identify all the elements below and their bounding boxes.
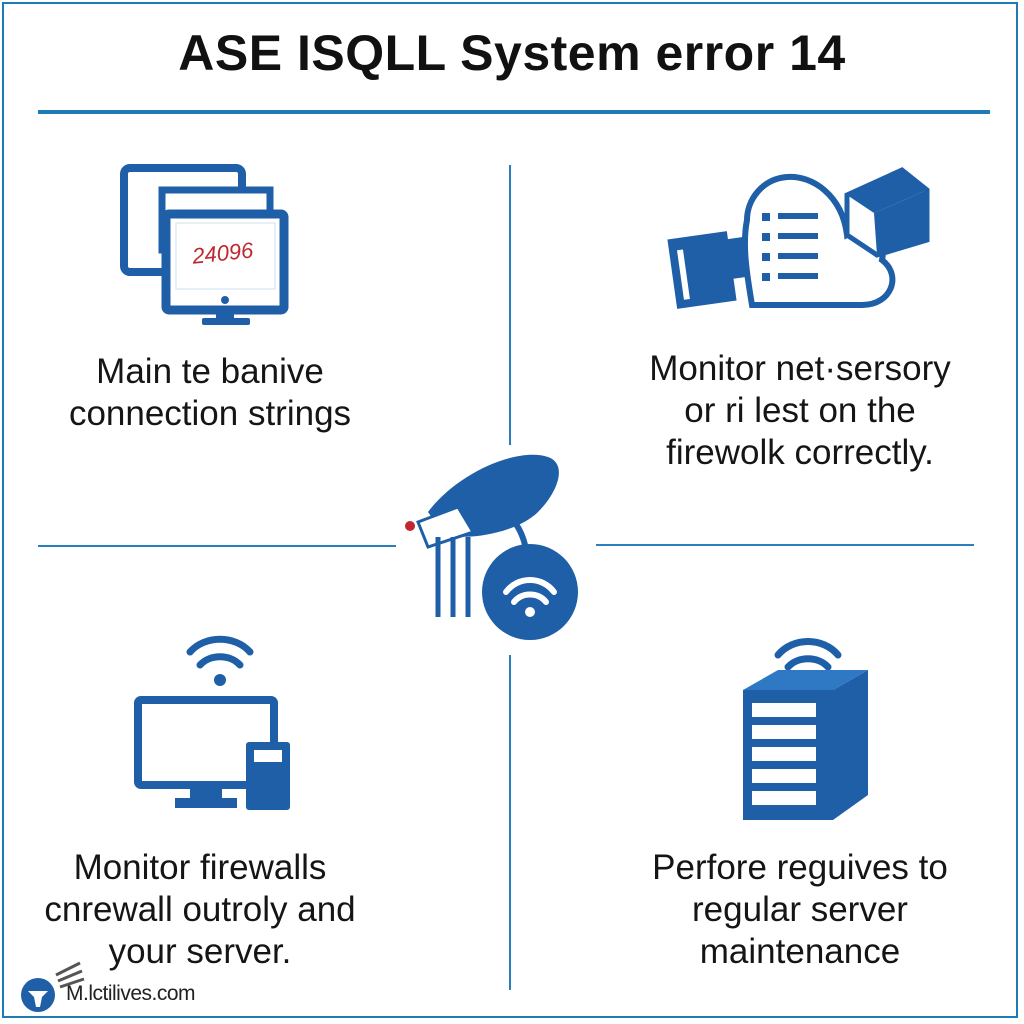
site-logo-icon [21, 961, 85, 1012]
server-wifi-icon [743, 638, 868, 820]
horizontal-divider-right [596, 544, 974, 546]
caption-line: regular server [692, 890, 908, 929]
cloud-database-icon [667, 167, 930, 309]
caption-top-right: Monitor net·sersory or ri lest on the fi… [600, 348, 1000, 474]
caption-line: connection strings [68, 394, 352, 433]
vertical-divider-top [509, 165, 511, 445]
caption-line: or ri lest on the [684, 391, 916, 430]
caption-line: cnrewall outroly and [44, 890, 356, 929]
monitor-wifi-icon [134, 635, 290, 810]
site-url: M.lctilives.com [66, 982, 196, 1005]
caption-line: maintenance [699, 932, 901, 971]
caption-bottom-right: Perfore reguives to regular server maint… [600, 847, 1000, 973]
caption-line: Monitor net·sersory [649, 349, 951, 388]
caption-bottom-left: Monitor firewalls cnrewall outroly and y… [30, 847, 370, 973]
title-divider [38, 110, 990, 114]
caption-top-left: Main te banive connection strings [40, 351, 380, 435]
vertical-divider-bottom [509, 655, 511, 990]
caption-line: firewolk correctly. [666, 433, 934, 472]
error-code-display: 24096 [190, 237, 255, 268]
network-connector-icon [405, 454, 578, 640]
caption-line: Main te banive [96, 352, 324, 391]
page-title: ASE ISQLL System error 14 [178, 25, 846, 81]
caption-line: your server. [108, 932, 292, 971]
horizontal-divider-left [38, 545, 396, 547]
error-code-text: 24096 [190, 237, 255, 268]
monitors-icon [120, 164, 289, 325]
caption-line: Monitor firewalls [73, 848, 327, 887]
caption-line: Perfore reguives to [652, 848, 948, 887]
